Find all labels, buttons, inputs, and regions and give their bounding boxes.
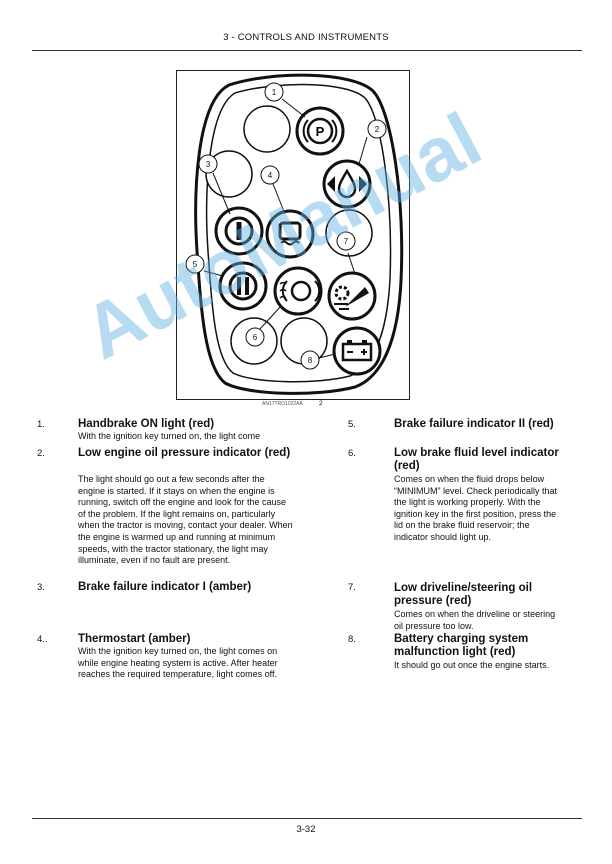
handbrake-icon: P xyxy=(295,106,345,156)
callout-3: 3 xyxy=(206,160,211,169)
panel-housing-outer xyxy=(194,73,404,395)
callout-8: 8 xyxy=(308,356,313,365)
item-title: Battery charging system malfunction ligh… xyxy=(394,633,529,658)
callout-4: 4 xyxy=(268,171,273,180)
item-number: 6. xyxy=(348,448,356,459)
item-title: Brake failure indicator I (amber) xyxy=(78,581,252,593)
item-title: Low brake fluid level indicator (red) xyxy=(394,447,559,472)
item-description: Comes on when the fluid drops below “MIN… xyxy=(394,474,558,542)
footer-divider xyxy=(32,818,582,819)
item-number: 5. xyxy=(348,419,356,430)
item-number: 3. xyxy=(37,582,45,593)
brake-failure-i-icon xyxy=(214,206,264,256)
brake-failure-ii-icon xyxy=(218,261,268,311)
item-title: Brake failure indicator II (red) xyxy=(394,418,554,430)
item-number: 4.. xyxy=(37,634,48,645)
item-description: With the ignition key turned on, the lig… xyxy=(78,431,261,441)
item-number: 1. xyxy=(37,419,45,430)
item-number: 7. xyxy=(348,582,356,593)
panel-housing-inner xyxy=(205,83,392,383)
page-header: 3 - CONTROLS AND INSTRUMENTS xyxy=(223,32,389,43)
oil-pressure-icon xyxy=(322,159,372,209)
svg-text:P: P xyxy=(316,124,325,139)
callout-7: 7 xyxy=(344,237,349,246)
callout-2: 2 xyxy=(375,125,380,134)
callout-1: 1 xyxy=(272,88,277,97)
item-description: The light should go out a few seconds af… xyxy=(78,474,293,566)
warning-light-panel-diagram: P xyxy=(185,73,404,395)
item-title: Low driveline/steering oil pressure (red… xyxy=(394,582,533,607)
blank-lamp xyxy=(243,105,291,153)
callout-6: 6 xyxy=(253,333,258,342)
figure-code: AN17TRO1022AA xyxy=(262,401,303,407)
brake-fluid-icon xyxy=(273,266,323,316)
item-description: With the ignition key turned on, the lig… xyxy=(78,646,278,680)
header-divider xyxy=(32,50,582,51)
callout-5: 5 xyxy=(193,260,198,269)
instrument-panel-figure: P xyxy=(176,70,410,400)
item-number: 2. xyxy=(37,448,45,459)
blank-lamp xyxy=(205,150,253,198)
thermostart-icon xyxy=(265,209,315,259)
item-title: Low engine oil pressure indicator (red) xyxy=(78,447,291,459)
item-number: 8. xyxy=(348,634,356,645)
item-title: Thermostart (amber) xyxy=(78,633,191,645)
item-description: It should go out once the engine starts. xyxy=(394,660,550,670)
figure-number: 2 xyxy=(319,400,323,407)
callout-circles xyxy=(185,82,387,370)
callout-leaders xyxy=(203,98,368,359)
item-description: Comes on when the driveline or steering … xyxy=(394,609,556,631)
item-title: Handbrake ON light (red) xyxy=(78,418,215,430)
battery-icon xyxy=(332,326,382,376)
driveline-steering-oil-icon xyxy=(327,271,377,321)
page-number: 3-32 xyxy=(296,824,316,835)
